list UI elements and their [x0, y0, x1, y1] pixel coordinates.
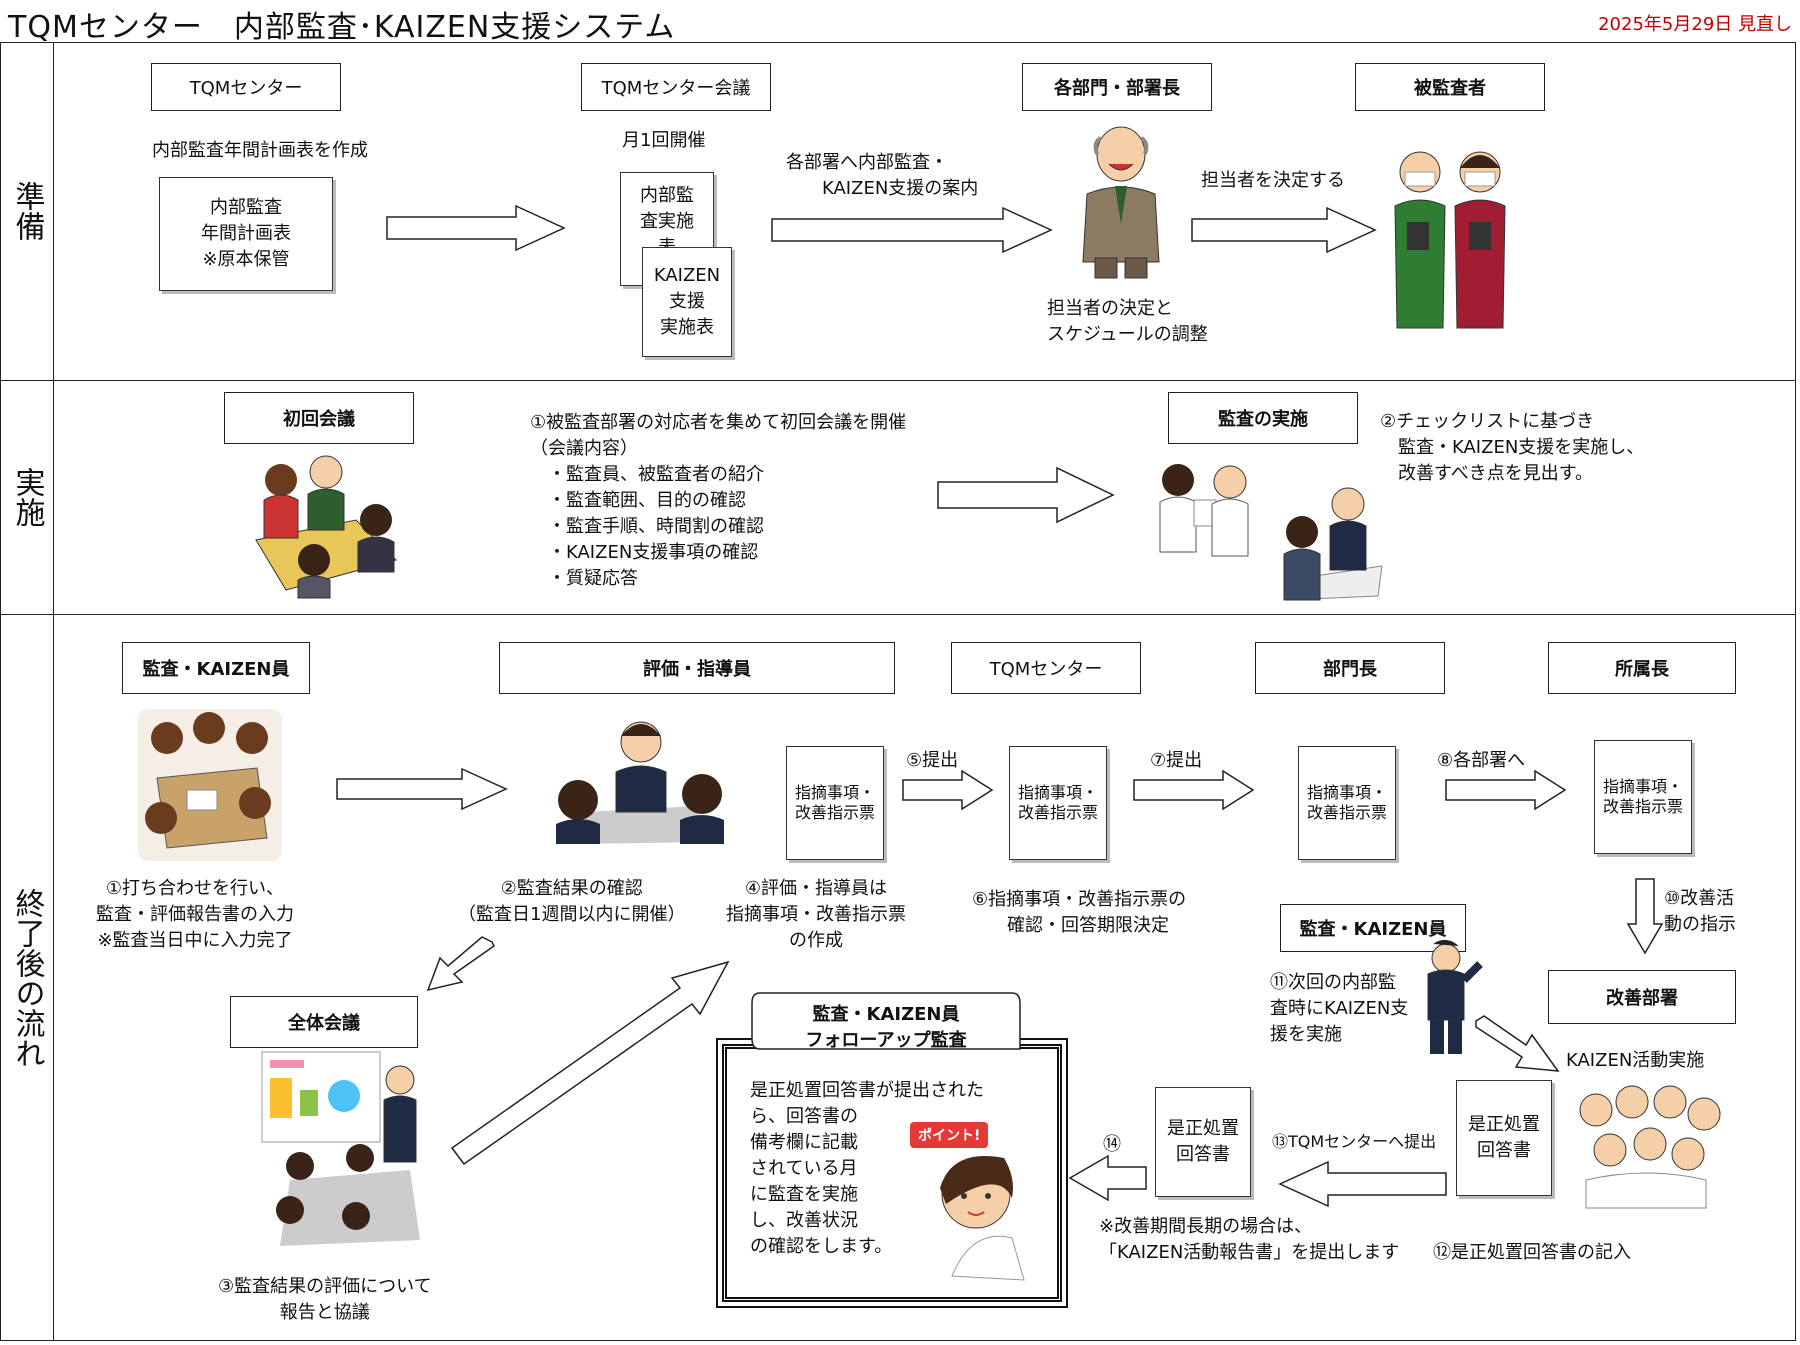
- arrow-label-guidance: 各部署へ内部監査・ KAIZEN支援の案内: [786, 152, 979, 199]
- arrow-label-5: ⑤提出: [906, 750, 959, 771]
- page-title: TQMセンター 内部監査･KAIZEN支援システム: [8, 10, 676, 45]
- doc-kaizen-schedule: KAIZEN 支援 実施表: [642, 247, 732, 357]
- doc-instruction-1: 指摘事項・ 改善指示票: [786, 746, 884, 860]
- nurse-illustration: [940, 1156, 1025, 1281]
- note-long-term: ※改善期間長期の場合は、 「KAIZEN活動報告書」を提出します: [1099, 1216, 1400, 1263]
- arrow-flow-8: [1445, 769, 1567, 811]
- audit-execution-description: ②チェックリストに基づき 監査・KAIZEN支援を実施し、 改善すべき点を見出す…: [1380, 411, 1645, 484]
- box-initial-meeting: 初回会議: [224, 392, 414, 444]
- actor-tqm-meeting: TQMセンター会議: [581, 63, 771, 111]
- followup-title: 監査・KAIZEN員 フォローアップ監査: [805, 1004, 967, 1051]
- pointing-man-illustration: [1427, 940, 1483, 1054]
- actor-dept-heads: 各部門・部署長: [1022, 63, 1212, 111]
- arrow-auditor-to-dept: [1475, 1015, 1560, 1072]
- evaluator-illustration: [556, 721, 724, 844]
- actor-evaluator: 評価・指導員: [499, 642, 895, 694]
- doc-instruction-3: 指摘事項・ 改善指示票: [1298, 746, 1396, 860]
- arrow-exec: [937, 466, 1115, 524]
- section-divider-1: [0, 380, 1796, 381]
- followup-scroll: [751, 992, 1021, 1050]
- step-11: ⑪次回の内部監 査時にKAIZEN支 援を実施: [1270, 972, 1409, 1045]
- arrow-flow-5: [902, 769, 994, 811]
- step-4: ④評価・指導員は 指摘事項・改善指示票 の作成: [726, 878, 906, 951]
- point-badge: ポイント!: [910, 1122, 989, 1148]
- arrow-label-10: ⑩改善活 動の指示: [1664, 888, 1736, 935]
- step-13: ⑬TQMセンターへ提出: [1272, 1132, 1437, 1151]
- box-general-meeting: 全体会議: [230, 996, 418, 1048]
- doc-reply-1: 是正処置 回答書: [1456, 1080, 1552, 1196]
- actor-auditor: 監査・KAIZEN員: [122, 642, 310, 694]
- actor-auditee: 被監査者: [1355, 63, 1545, 111]
- doc-reply-2: 是正処置 回答書: [1155, 1087, 1251, 1197]
- arrow-flow-1: [336, 767, 508, 811]
- arrow-label-decide: 担当者を決定する: [1201, 170, 1345, 191]
- dept-head-illustration: [1082, 126, 1160, 279]
- arrow-label-7: ⑦提出: [1150, 750, 1203, 771]
- section-divider-vertical: [53, 42, 54, 1341]
- kaizen-activity: KAIZEN活動実施: [1566, 1050, 1705, 1071]
- section-label-exec: 実施: [9, 467, 45, 527]
- section-label-flow: 終了後の流れ: [9, 887, 45, 1068]
- revision-date: 2025年5月29日 見直し: [1598, 14, 1792, 35]
- arrow-prep-2: [771, 206, 1053, 254]
- box-audit-execution: 監査の実施: [1168, 392, 1358, 444]
- followup-text: 是正処置回答書が提出された ら、回答書の 備考欄に記載 されている月 に監査を実…: [750, 1080, 984, 1257]
- general-meeting-illustration: [261, 1051, 420, 1246]
- step-3: ③監査結果の評価について 報告と協議: [218, 1276, 432, 1323]
- section-divider-2: [0, 614, 1796, 615]
- arrow-prep-1: [386, 204, 566, 252]
- initial-meeting-illustration: [255, 455, 397, 599]
- auditees-illustration: [1394, 151, 1506, 329]
- initial-meeting-description: ①被監査部署の対応者を集めて初回会議を開催 （会議内容） ・監査員、被監査者の紹…: [530, 412, 907, 589]
- arrow-label-8: ⑧各部署へ: [1437, 750, 1526, 771]
- auditor-meeting-illustration: [138, 709, 282, 861]
- doc-annual-plan: 内部監査 年間計画表 ※原本保管: [159, 177, 333, 291]
- step-12: ⑫是正処置回答書の記入: [1433, 1242, 1631, 1263]
- section-label-prep: 準備: [9, 181, 45, 241]
- step-2: ②監査結果の確認 （監査日1週間以内に開催）: [458, 878, 686, 925]
- arrow-meeting-to-evaluator: [450, 960, 730, 1166]
- actor-unit-head: 所属長: [1548, 642, 1736, 694]
- actor-tqm-center: TQMセンター: [151, 63, 341, 111]
- actor-division-head: 部門長: [1255, 642, 1445, 694]
- arrow-to-meeting: [426, 936, 495, 992]
- arrow-flow-14: [1068, 1154, 1147, 1202]
- step-6: ⑥指摘事項・改善指示票の 確認・回答期限決定: [972, 889, 1187, 936]
- note-schedule-adjust: 担当者の決定と スケジュールの調整: [1047, 298, 1208, 345]
- step-1: ①打ち合わせを行い、 監査・評価報告書の入力 ※監査当日中に入力完了: [96, 878, 294, 951]
- arrow-flow-10: [1626, 878, 1664, 955]
- note-annual-plan: 内部監査年間計画表を作成: [152, 140, 368, 161]
- audit-execution-illustration: [1159, 464, 1383, 601]
- box-improvement-dept: 改善部署: [1548, 970, 1736, 1024]
- diagram-frame: [0, 42, 1796, 1341]
- actor-tqm-center-2: TQMセンター: [951, 642, 1141, 694]
- arrow-flow-7: [1133, 769, 1255, 811]
- note-monthly: 月1回開催: [622, 130, 706, 151]
- arrow-flow-13: [1278, 1160, 1447, 1208]
- arrow-prep-3: [1191, 206, 1377, 254]
- doc-instruction-2: 指摘事項・ 改善指示票: [1009, 746, 1107, 860]
- step-14: ⑭: [1103, 1134, 1121, 1155]
- doc-instruction-4: 指摘事項・ 改善指示票: [1594, 740, 1692, 854]
- team-illustration: [1579, 1085, 1721, 1209]
